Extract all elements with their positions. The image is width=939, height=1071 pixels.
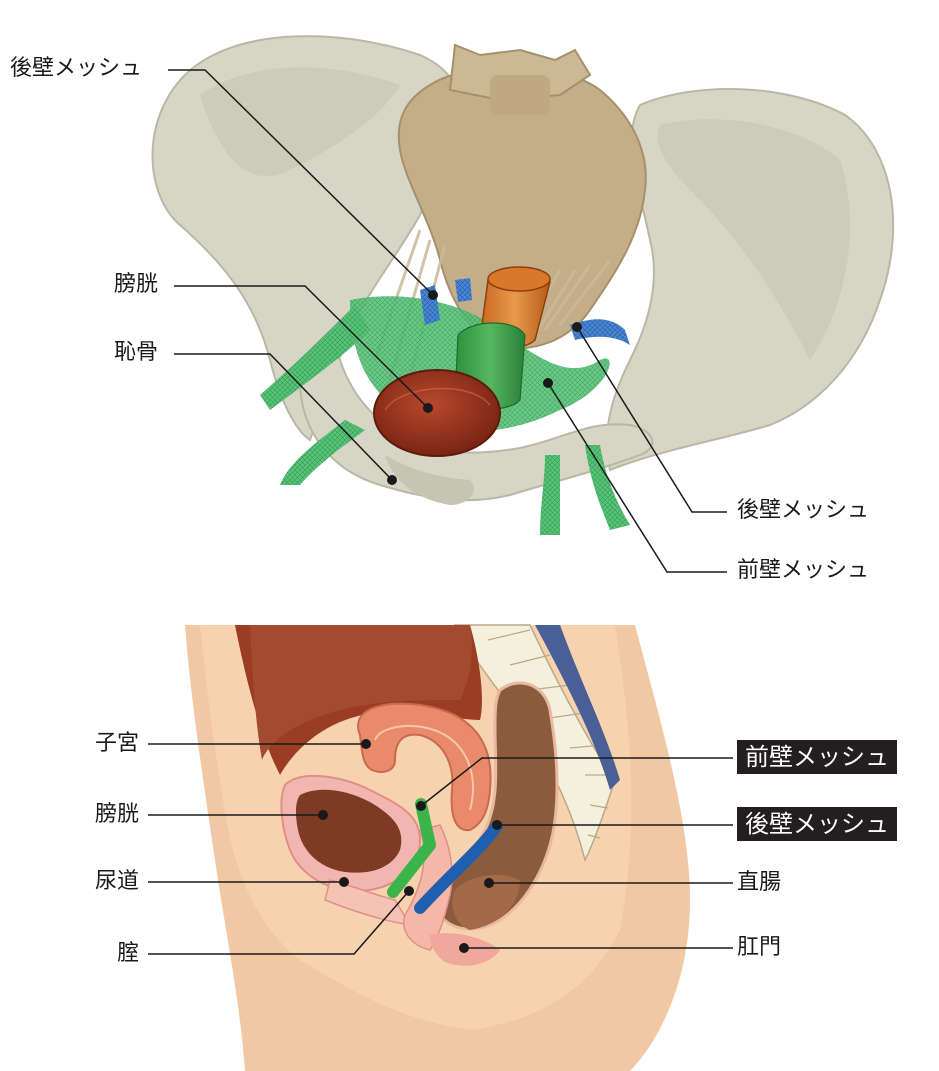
bladder-3d xyxy=(373,369,501,457)
posterior-mesh-strip xyxy=(414,820,503,914)
label-anterior-mesh-right: 前壁メッシュ xyxy=(737,558,870,583)
label-posterior-mesh-boxed: 後壁メッシュ xyxy=(737,807,897,841)
uterus-section xyxy=(357,702,492,832)
sagittal-section-figure xyxy=(185,624,690,1071)
top-leader-dots xyxy=(387,290,582,485)
bottom-leader-lines xyxy=(148,743,733,955)
label-bladder-bottom: 膀胱 xyxy=(95,802,140,827)
label-uterus: 子宮 xyxy=(95,731,140,756)
label-pubis: 恥骨 xyxy=(114,340,159,365)
label-posterior-mesh-right: 後壁メッシュ xyxy=(737,498,870,523)
top-leader-lines xyxy=(168,69,727,573)
label-anterior-mesh-boxed: 前壁メッシュ xyxy=(737,740,897,774)
label-vagina: 腟 xyxy=(117,941,140,966)
label-rectum: 直腸 xyxy=(737,870,782,895)
bottom-leader-dots xyxy=(318,739,502,953)
label-bladder-top: 膀胱 xyxy=(114,272,159,297)
anterior-mesh-strip xyxy=(387,798,436,898)
sacrum xyxy=(397,65,647,350)
label-posterior-mesh-top: 後壁メッシュ xyxy=(10,56,143,81)
label-urethra: 尿道 xyxy=(95,869,140,894)
pelvis-3d-figure xyxy=(151,35,895,535)
label-anus: 肛門 xyxy=(737,935,782,960)
